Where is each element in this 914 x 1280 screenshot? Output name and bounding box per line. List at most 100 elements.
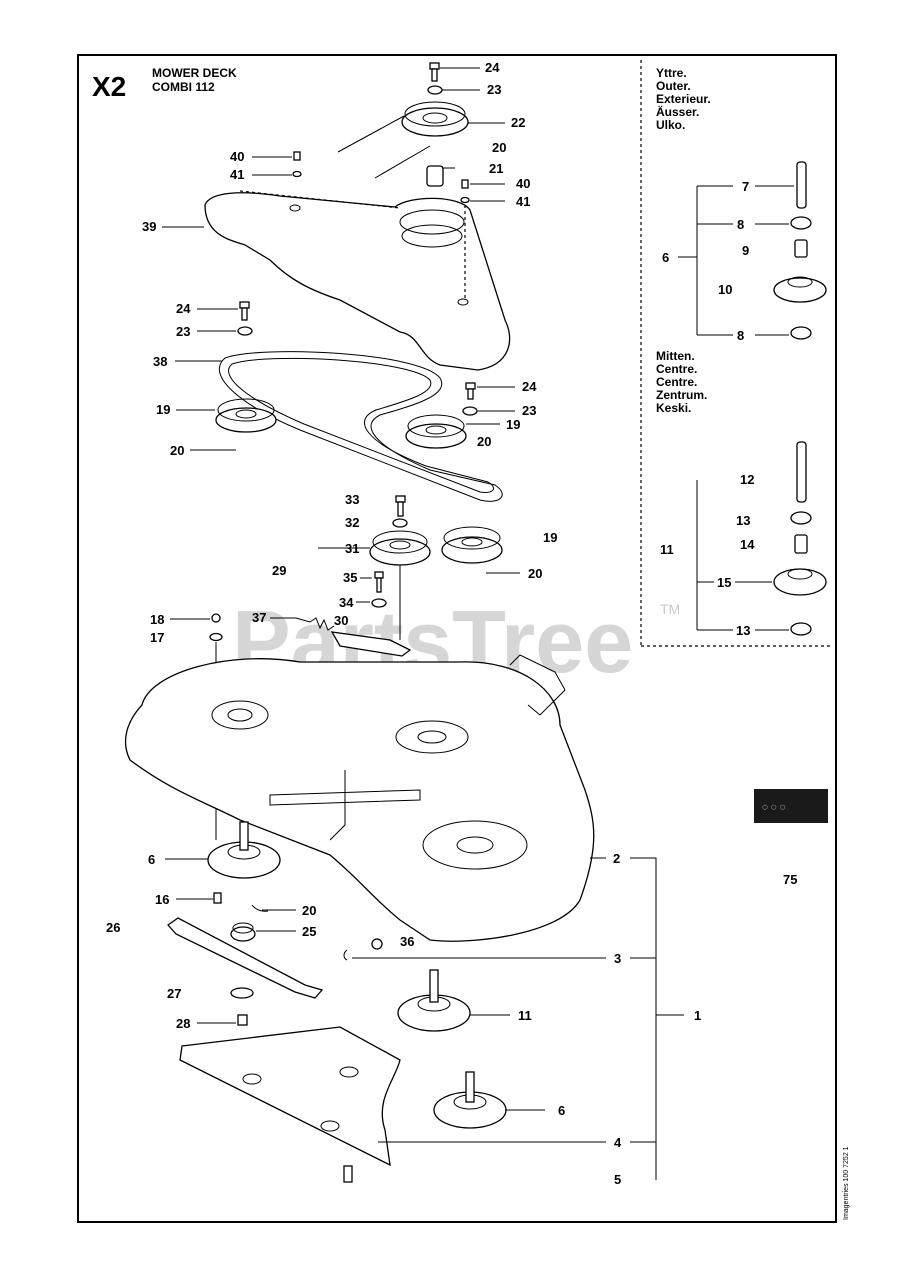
part-belt-cover-39 (204, 192, 511, 371)
part-screw-5 (343, 1165, 353, 1183)
part-spring-37 (295, 617, 335, 631)
part-bolt-35-shank (376, 577, 382, 593)
callout-26: 26 (106, 920, 120, 935)
callout-1: 1 (694, 1008, 701, 1023)
part-screw-40-right (461, 179, 469, 189)
part-baffle-4-boss-front (320, 1120, 340, 1132)
part-washer-top (427, 85, 443, 95)
footer-code: Imagentries 100 7252 1 (843, 1146, 850, 1220)
outer-label-4: Äusser. (656, 104, 699, 119)
tab-badge (754, 789, 828, 823)
callout-12: 12 (740, 472, 754, 487)
part-pulley-22 (401, 107, 469, 137)
centre-label-5: Keski. (656, 401, 691, 415)
part-spacer-21 (426, 165, 444, 187)
part-idler-19-right-hub (425, 425, 447, 435)
part-belt-cover-39-hole (289, 204, 301, 212)
part-idler-19-left (215, 407, 277, 433)
callout-4: 4 (614, 1135, 622, 1150)
callout-11-lower: 11 (518, 1008, 532, 1023)
callout-24-top: 24 (485, 60, 500, 75)
part-belt-cover-39-ring (399, 209, 465, 235)
callout-36: 36 (400, 934, 414, 949)
part-washer-41-right (460, 196, 470, 204)
part-blade-hub-25 (230, 926, 256, 942)
part-belt-38-inner (228, 357, 495, 493)
callout-37: 37 (252, 610, 266, 625)
leader-lines (162, 67, 794, 1180)
callout-5: 5 (614, 1172, 621, 1187)
part-bearing-13-top (790, 511, 812, 525)
outer-label-2: Outer. (656, 79, 691, 93)
callout-11-panel: 11 (660, 542, 674, 557)
part-pulley-22-hub (422, 112, 448, 124)
page-frame (77, 54, 837, 1223)
part-belt-cover-39-hole-2 (457, 298, 469, 306)
part-bolt-24-right (465, 382, 476, 390)
callout-13-top: 13 (736, 513, 750, 528)
part-baffle-4 (179, 1026, 401, 1167)
part-deck-hole-center-inner (417, 730, 447, 744)
part-tension-arm-30 (330, 631, 412, 657)
outer-label-3: Exterieur. (656, 92, 711, 106)
part-washer-32 (392, 518, 408, 528)
section-code: X2 (92, 71, 126, 102)
callout-20-left: 20 (170, 443, 184, 458)
callout-9: 9 (742, 243, 749, 258)
callouts: 24 23 22 20 21 40 41 40 41 39 24 23 38 2… (106, 60, 755, 1187)
part-washer-23-left (237, 326, 253, 336)
callout-14: 14 (740, 537, 755, 552)
outer-label-1: Yttre. (656, 66, 687, 80)
part-blade-26 (167, 917, 324, 999)
part-baffle-4-boss-right (339, 1066, 359, 1078)
callout-6-panel: 6 (662, 250, 669, 265)
callout-19-right: 19 (506, 417, 520, 432)
callout-40-left: 40 (230, 149, 244, 164)
outer-label-5: Ulko. (656, 118, 685, 132)
callout-41-left: 41 (230, 167, 244, 182)
part-idler-19-right-top (407, 414, 465, 438)
callout-22: 22 (511, 115, 525, 130)
part-pin-20-lower (251, 904, 269, 912)
part-idler-19-right (405, 423, 467, 449)
callout-6-left: 6 (148, 852, 155, 867)
part-pulley-22-groove (404, 101, 466, 127)
tab-badge-label: ◌ ◌ ◌ (762, 802, 785, 813)
part-deck-hole-right (422, 820, 528, 870)
callout-23-top: 23 (487, 82, 501, 97)
callout-8-top: 8 (737, 217, 744, 232)
leader-22-left-2 (374, 145, 431, 179)
part-baffle-4-boss-left (242, 1073, 262, 1085)
part-belt-38 (218, 351, 503, 502)
callout-35: 35 (343, 570, 357, 585)
section-title-line-2: COMBI 112 (152, 80, 215, 94)
part-shaft-12 (796, 441, 807, 503)
callout-20-lower: 20 (302, 903, 316, 918)
callout-24-right: 24 (522, 379, 537, 394)
callout-3: 3 (614, 951, 621, 966)
callout-19-center: 19 (543, 530, 557, 545)
part-washer-23-right (462, 406, 478, 416)
part-washer-41-left (292, 170, 302, 178)
part-bearing-13-bottom (790, 622, 812, 636)
part-bolt-33-shank (397, 501, 404, 517)
part-screw-40-left (293, 151, 301, 161)
part-belt-cover-39-ring-2 (401, 224, 463, 248)
callout-15: 15 (717, 575, 731, 590)
leader-22-left (337, 115, 405, 153)
part-bolt-24-left-shank (241, 307, 248, 321)
part-bolt-24-right-shank (467, 388, 474, 400)
part-screw-16 (213, 892, 222, 904)
callout-10: 10 (718, 282, 732, 297)
centre-label-4: Zentrum. (656, 388, 707, 402)
part-nut-18 (211, 613, 221, 623)
part-housing-15 (773, 568, 827, 596)
part-spindle-11-shaft (429, 969, 439, 1003)
part-deck-hole-right-inner (456, 836, 494, 854)
part-idler-19-center-top (443, 526, 501, 550)
part-housing-10 (773, 277, 827, 303)
callout-13-bottom: 13 (736, 623, 750, 638)
part-deck-hole-left (211, 700, 269, 730)
callout-23-right: 23 (522, 403, 536, 418)
centre-label-2: Centre. (656, 362, 697, 376)
